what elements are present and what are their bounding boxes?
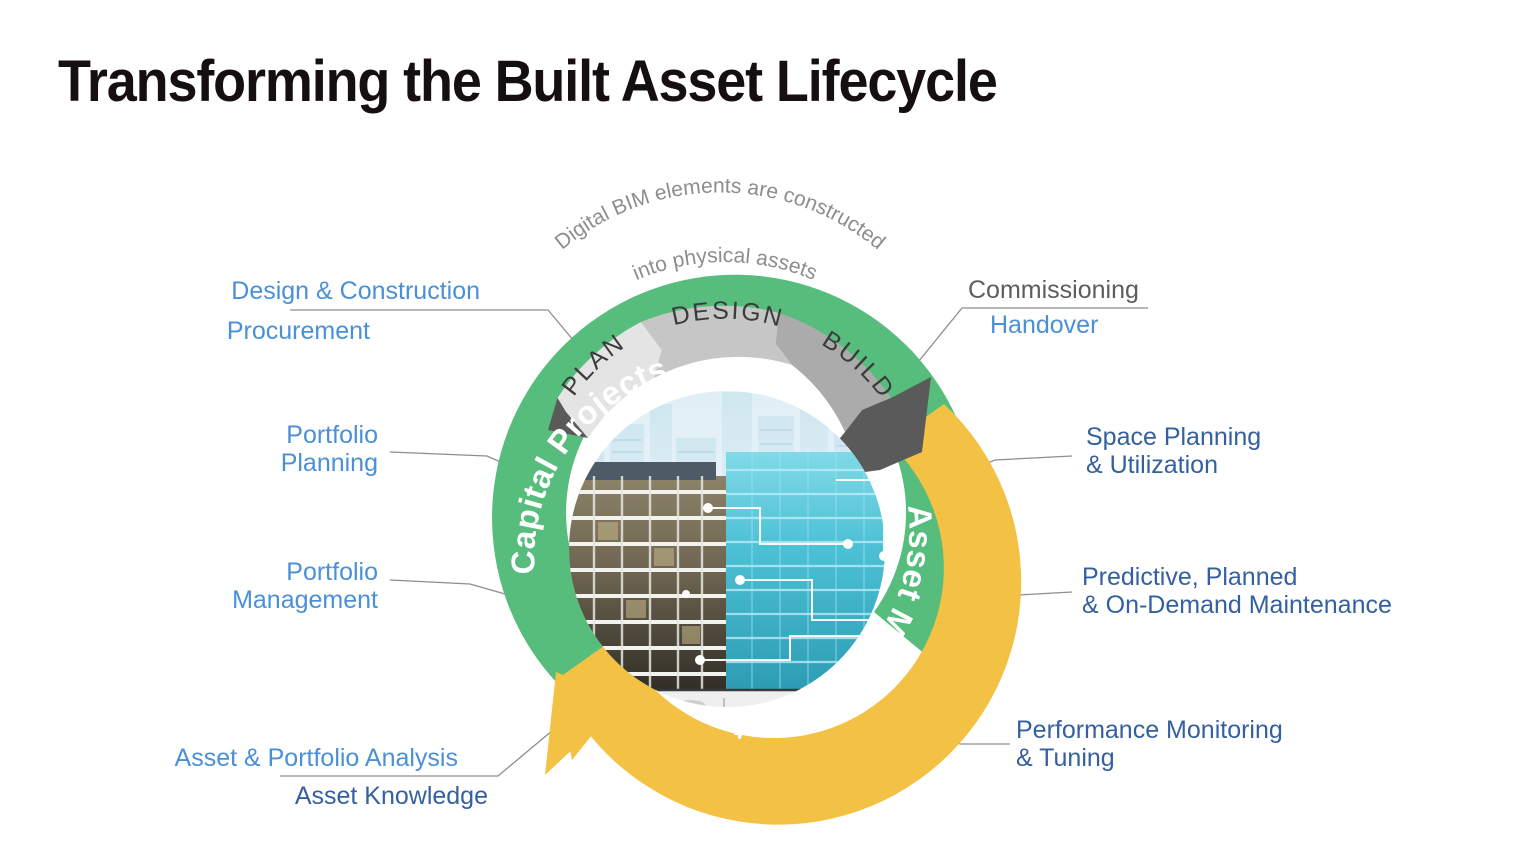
label-space-planning-and-utilization: Space Planning & Utilization bbox=[1086, 423, 1262, 479]
physical-building bbox=[569, 462, 726, 690]
label-asset-knowledge: Asset Knowledge bbox=[294, 782, 488, 810]
label-portfolio-management: Portfolio Management bbox=[232, 558, 378, 614]
stage-chevron-build bbox=[776, 313, 891, 432]
label-design-and-construction: Design & Construction bbox=[231, 277, 480, 305]
label-performance-monitoring-and-tuning: Performance Monitoring & Tuning bbox=[1016, 716, 1283, 772]
arc-caption-line1: Digital BIM elements are constructed bbox=[551, 174, 890, 254]
svg-text:Digital BIM elements are const: Digital BIM elements are constructed bbox=[551, 174, 890, 254]
stage-chevron-design bbox=[641, 305, 792, 378]
arc-caption: Digital BIM elements are constructed int… bbox=[551, 174, 890, 284]
page-title: Transforming the Built Asset Lifecycle bbox=[58, 49, 998, 114]
leader-portfolio-management bbox=[389, 579, 506, 595]
label-commissioning: Commissioning bbox=[968, 276, 1139, 304]
label-portfolio-planning: Portfolio Planning bbox=[280, 421, 378, 477]
asset-management-band bbox=[545, 404, 1022, 825]
stage-chevron-plan bbox=[557, 322, 662, 438]
leader-commissioning bbox=[909, 307, 1148, 373]
label-predictive-planned-on-demand-maintenance: Predictive, Planned & On-Demand Maintena… bbox=[1082, 563, 1392, 619]
leader-asset-knowledge bbox=[280, 729, 554, 777]
label-asset-and-portfolio-analysis: Asset & Portfolio Analysis bbox=[174, 744, 458, 772]
stage-chevron-plan-notch bbox=[548, 398, 588, 438]
label-procurement: Procurement bbox=[226, 317, 370, 345]
label-handover: Handover bbox=[990, 311, 1099, 339]
